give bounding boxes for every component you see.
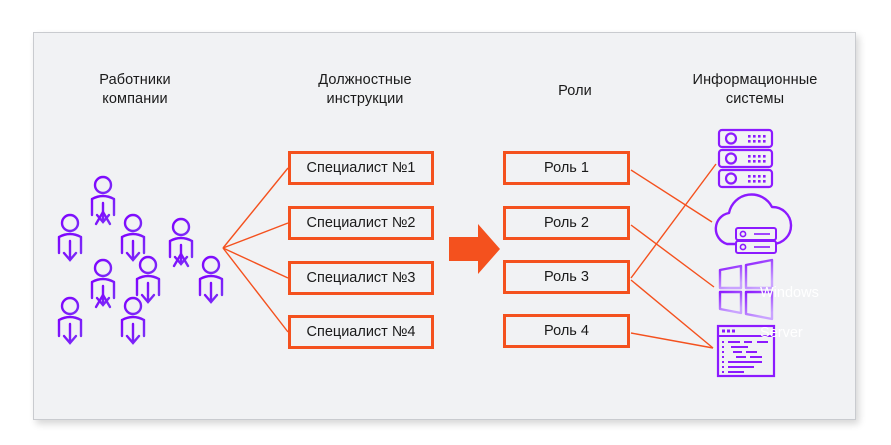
role-box-2[interactable]: Роль 2 bbox=[503, 206, 630, 240]
windows-server-label: Windows Server bbox=[760, 263, 819, 363]
role-box-4[interactable]: Роль 4 bbox=[503, 314, 630, 348]
column-title-workers: Работники компании bbox=[60, 71, 210, 109]
column-title-infosys-line2: системы bbox=[725, 91, 785, 107]
specialist-box-3-label: Специалист №3 bbox=[306, 270, 416, 286]
column-title-workers-line1: Работники bbox=[99, 72, 171, 88]
role-box-1-label: Роль 1 bbox=[544, 160, 589, 176]
specialist-box-4[interactable]: Специалист №4 bbox=[288, 315, 434, 349]
column-title-job-descriptions: Должностные инструкции bbox=[275, 71, 455, 109]
role-box-4-label: Роль 4 bbox=[544, 323, 589, 339]
column-title-infosys-line1: Информационные bbox=[692, 72, 818, 88]
windows-server-label-line1: Windows bbox=[760, 285, 819, 301]
role-box-2-label: Роль 2 bbox=[544, 215, 589, 231]
windows-server-label-line2: Server bbox=[760, 325, 803, 341]
column-title-roles-line1: Роли bbox=[558, 83, 592, 99]
specialist-box-4-label: Специалист №4 bbox=[306, 324, 416, 340]
specialist-box-2[interactable]: Специалист №2 bbox=[288, 206, 434, 240]
specialist-box-3[interactable]: Специалист №3 bbox=[288, 261, 434, 295]
column-title-roles: Роли bbox=[500, 82, 650, 101]
specialist-box-1[interactable]: Специалист №1 bbox=[288, 151, 434, 185]
role-box-1[interactable]: Роль 1 bbox=[503, 151, 630, 185]
column-title-jobdesc-line2: инструкции bbox=[326, 91, 404, 107]
column-title-information-systems: Информационные системы bbox=[660, 71, 850, 109]
column-title-workers-line2: компании bbox=[102, 91, 168, 107]
specialist-box-1-label: Специалист №1 bbox=[306, 160, 416, 176]
role-box-3[interactable]: Роль 3 bbox=[503, 260, 630, 294]
role-box-3-label: Роль 3 bbox=[544, 269, 589, 285]
specialist-box-2-label: Специалист №2 bbox=[306, 215, 416, 231]
column-title-jobdesc-line1: Должностные bbox=[318, 72, 412, 88]
